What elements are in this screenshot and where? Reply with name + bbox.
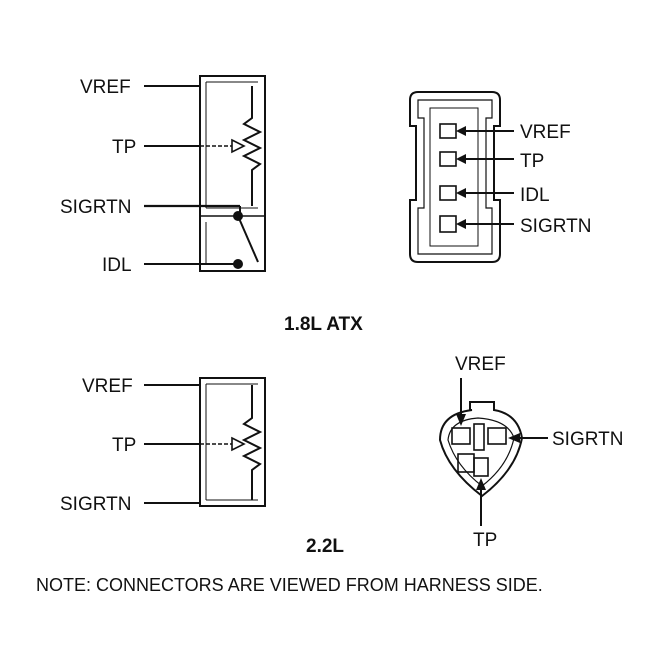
- connector-2-2l: [438, 378, 548, 526]
- arrow-vref-1-8l: [456, 126, 466, 136]
- wiper-arrow: [231, 138, 246, 154]
- sensor-body-2-2l: [199, 377, 266, 507]
- sensor-label-idl-1-8l: IDL: [102, 255, 132, 276]
- arrow-tp-1-8l: [456, 154, 466, 164]
- sensor-label-tp-2-2l: TP: [112, 435, 136, 456]
- resistor-zigzag-2-2l: [241, 385, 263, 500]
- idle-switch-blade: [237, 215, 259, 263]
- sensor-label-vref-1-8l: VREF: [80, 77, 131, 98]
- resistor-zigzag: [241, 86, 263, 206]
- connector-label-tp-1-8l: TP: [520, 151, 544, 172]
- connector-label-sigrtn-1-8l: SIGRTN: [520, 216, 591, 237]
- section-title-1-8l-atx: 1.8L ATX: [284, 314, 363, 335]
- arrow-vref-2-2l: [456, 414, 466, 426]
- pin-idl-1-8l: [439, 185, 457, 201]
- cavity-lower-left-2-2l: [457, 453, 475, 473]
- pin-sigrtn-1-8l: [439, 215, 457, 233]
- connector-label-sigrtn-2-2l: SIGRTN: [552, 429, 623, 450]
- cavity-vref-2-2l: [451, 427, 471, 445]
- cavity-sigrtn-2-2l: [487, 427, 507, 445]
- sensor-label-tp-1-8l: TP: [112, 137, 136, 158]
- sensor-label-sigrtn-1-8l: SIGRTN: [60, 197, 131, 218]
- pin-vref-1-8l: [439, 123, 457, 139]
- connector-1-8l: [409, 91, 514, 263]
- idle-switch-contact-lower: [233, 259, 243, 269]
- connector-label-tp-2-2l: TP: [473, 530, 497, 551]
- sensor-body-1-8l: [199, 75, 266, 272]
- arrow-sigrtn-1-8l: [456, 219, 466, 229]
- section-title-2-2l: 2.2L: [306, 536, 344, 557]
- wiper-arrow-2-2l: [231, 436, 246, 452]
- connector-label-idl-1-8l: IDL: [520, 185, 550, 206]
- sensor-label-vref-2-2l: VREF: [82, 376, 133, 397]
- arrow-tp-2-2l: [476, 478, 486, 490]
- cavity-tp-2-2l: [473, 457, 489, 477]
- connector-label-vref-2-2l: VREF: [455, 354, 506, 375]
- arrow-sigrtn-2-2l: [508, 433, 520, 443]
- sensor-1-8l: [144, 75, 266, 272]
- connector-view-note: NOTE: CONNECTORS ARE VIEWED FROM HARNESS…: [36, 575, 543, 595]
- connector-label-vref-1-8l: VREF: [520, 122, 571, 143]
- sensor-2-2l: [144, 377, 266, 507]
- pin-tp-1-8l: [439, 151, 457, 167]
- sensor-label-sigrtn-2-2l: SIGRTN: [60, 494, 131, 515]
- arrow-idl-1-8l: [456, 188, 466, 198]
- cavity-center-2-2l: [473, 423, 485, 451]
